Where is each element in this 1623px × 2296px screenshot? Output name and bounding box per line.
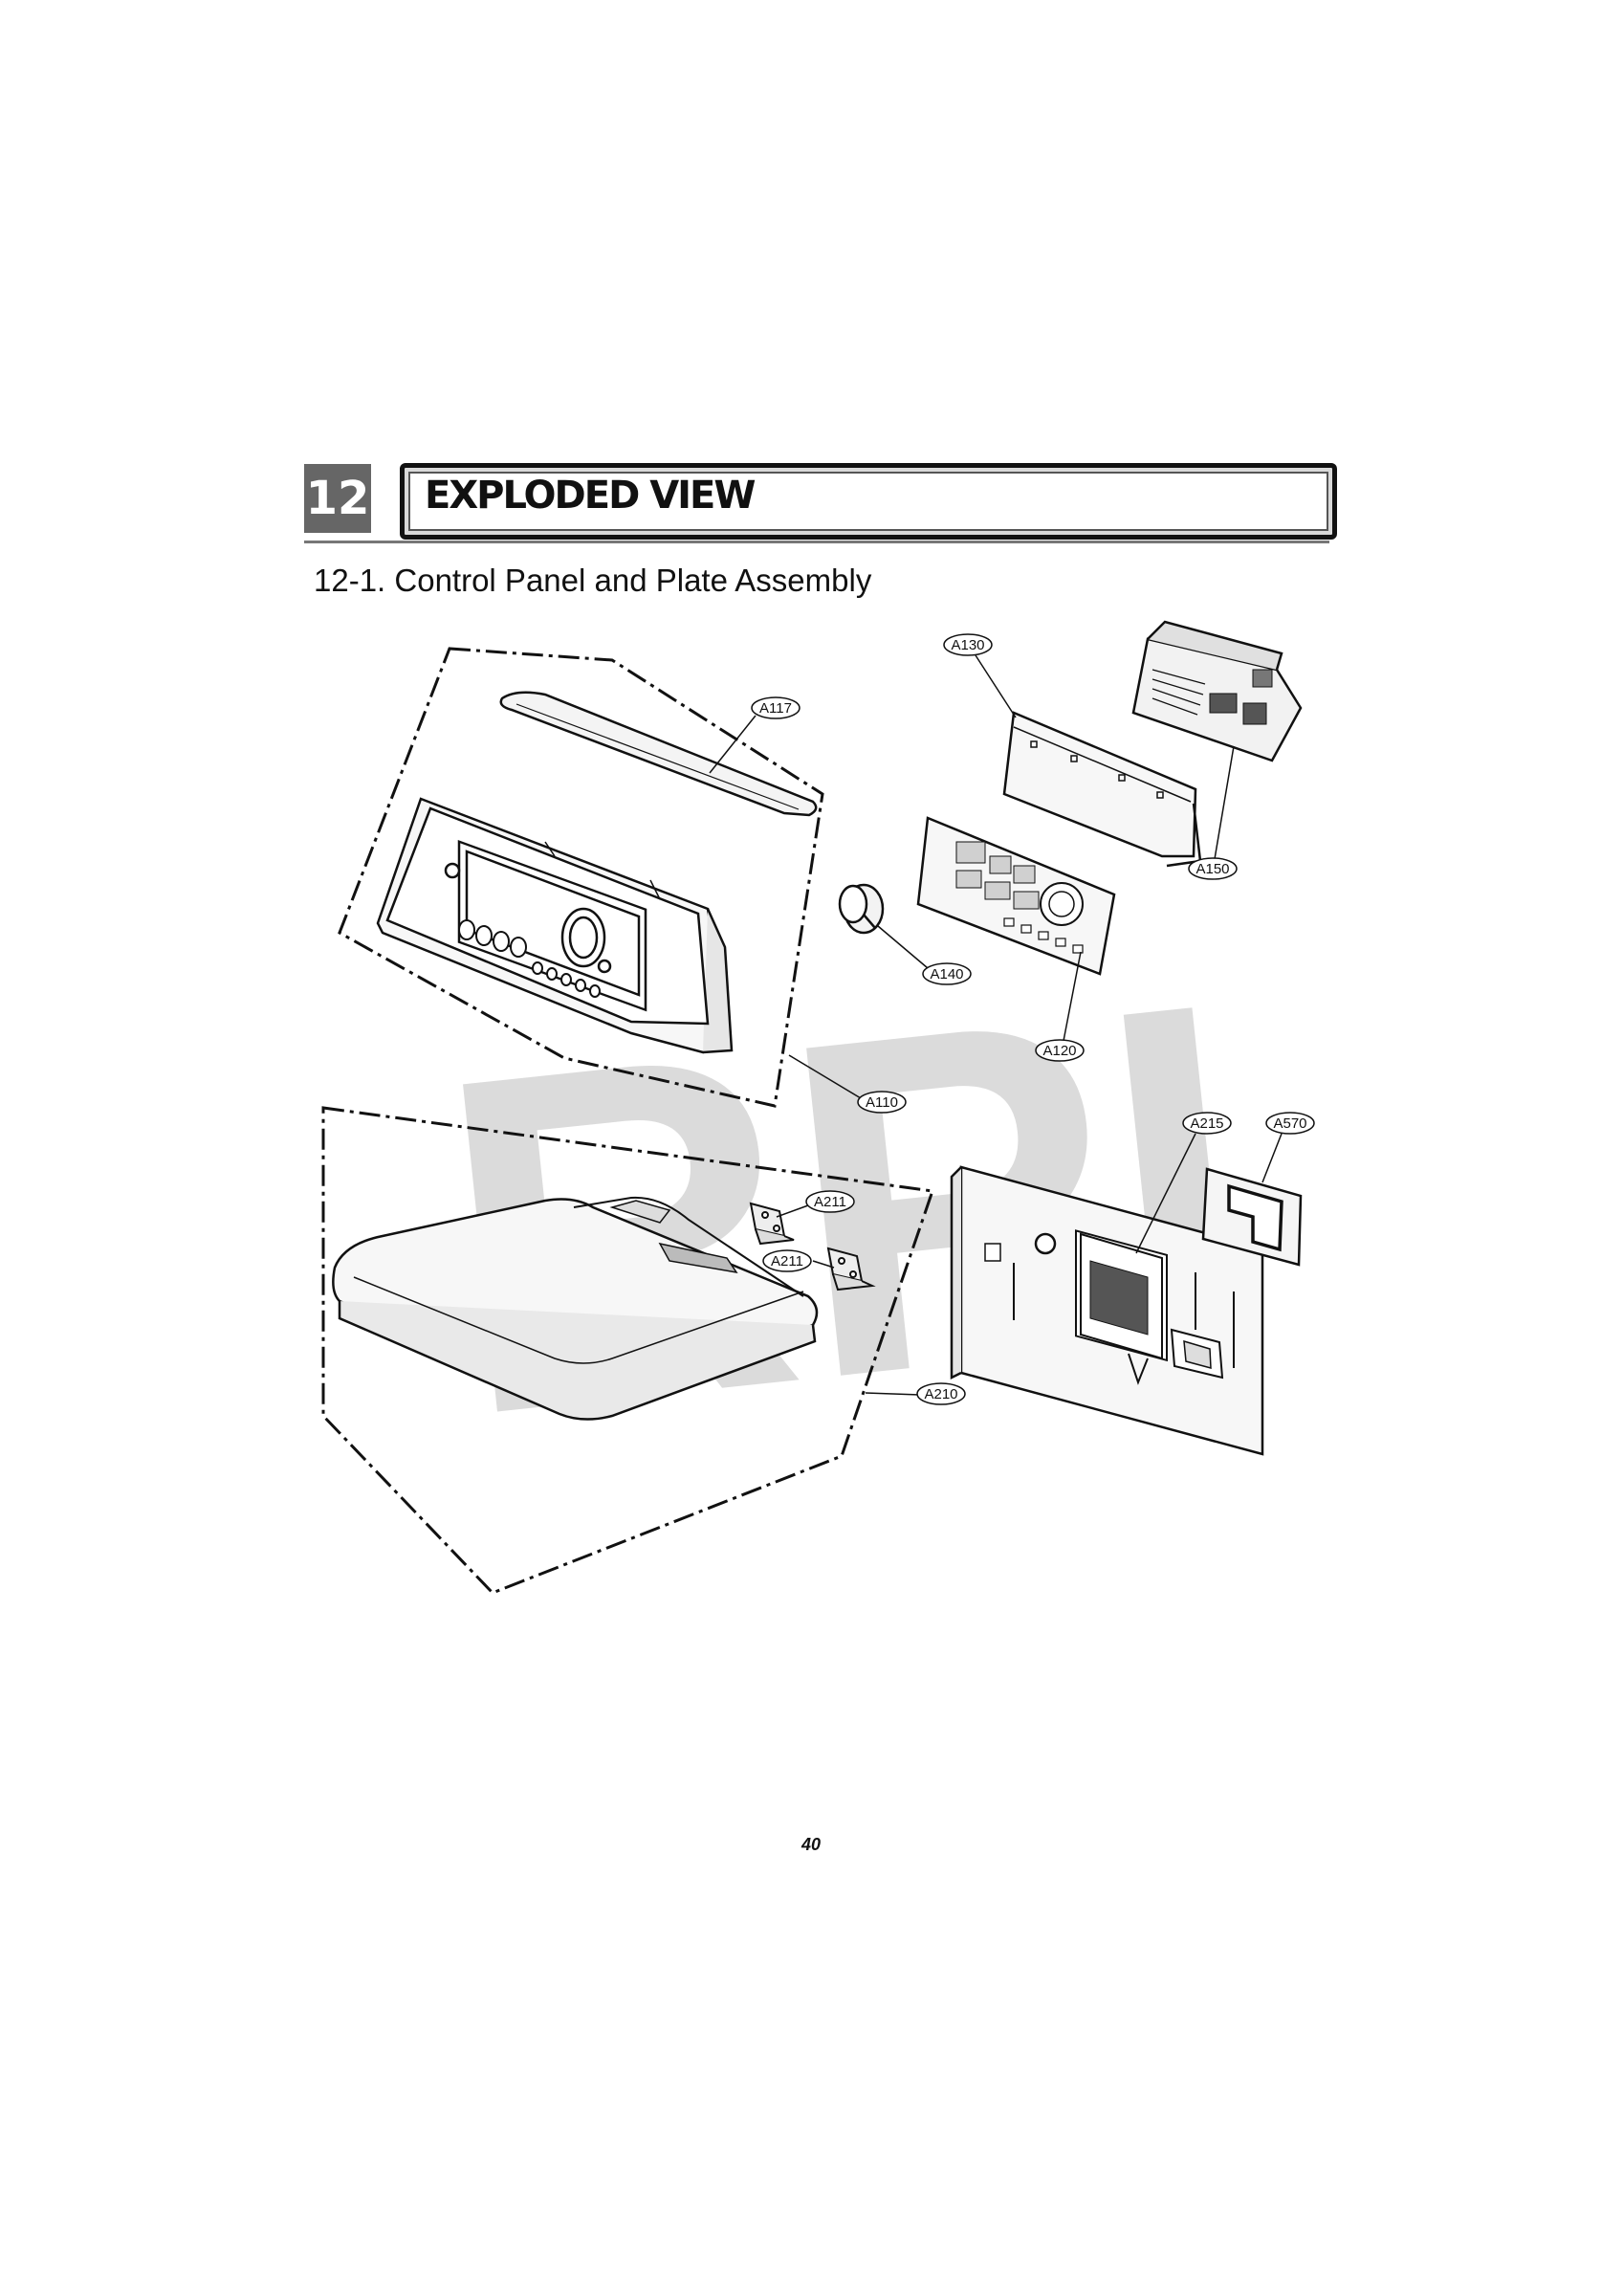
section-title: 12-1. Control Panel and Plate Assembly <box>314 563 872 598</box>
hinge-part-bottom <box>826 1247 876 1292</box>
leader-line-a210 <box>865 1392 921 1396</box>
callout-label: A120 <box>1042 1043 1076 1059</box>
leader-line-a117 <box>709 715 757 774</box>
leader-line-a110 <box>788 1054 862 1099</box>
leader-line-a130 <box>975 654 1017 718</box>
callout-a211-top: A211 <box>805 1190 855 1213</box>
callout-label: A570 <box>1273 1115 1306 1132</box>
callout-a117: A117 <box>751 696 801 719</box>
back-plate-part <box>950 1165 1264 1456</box>
leader-line-a150 <box>1214 745 1235 860</box>
callout-a140: A140 <box>922 962 972 985</box>
top-cover-part <box>332 1196 819 1421</box>
trim-strip-part <box>499 691 818 817</box>
callout-label: A211 <box>771 1253 803 1269</box>
chapter-number-box: 12 <box>304 464 371 533</box>
gasket-part <box>1201 1167 1303 1267</box>
chapter-title-frame <box>400 463 1337 540</box>
callout-label: A140 <box>930 966 963 982</box>
control-panel-group-outline <box>338 647 824 1108</box>
callout-label: A215 <box>1190 1115 1223 1132</box>
callout-a130: A130 <box>943 633 993 656</box>
callout-label: A210 <box>924 1386 957 1402</box>
callout-a110: A110 <box>857 1091 907 1114</box>
display-board-part <box>1002 711 1202 868</box>
callout-label: A117 <box>759 700 792 717</box>
callout-a120: A120 <box>1035 1039 1085 1062</box>
callout-a211-bottom: A211 <box>762 1249 812 1272</box>
title-underline <box>304 541 1329 543</box>
top-cover-group-outline <box>321 1106 935 1595</box>
control-panel-part <box>376 797 734 1054</box>
page-number: 40 <box>801 1835 822 1854</box>
callout-a150: A150 <box>1188 857 1238 880</box>
chapter-number: 12 <box>305 472 370 525</box>
hinge-part-top <box>749 1202 795 1246</box>
callout-label: A110 <box>866 1094 898 1111</box>
leader-line-a215 <box>1135 1133 1196 1254</box>
callout-label: A130 <box>951 637 984 653</box>
callout-a210: A210 <box>916 1382 966 1405</box>
knob-part <box>838 883 885 935</box>
callout-label: A150 <box>1195 861 1229 877</box>
board-cover-part <box>1131 620 1303 762</box>
leader-line-a211-top <box>776 1204 809 1218</box>
leader-line-a570 <box>1261 1133 1283 1183</box>
main-pcb-part <box>916 816 1116 976</box>
leader-line-a120 <box>1063 951 1082 1042</box>
callout-a570: A570 <box>1265 1112 1315 1135</box>
leader-line-a140 <box>877 925 929 969</box>
leader-line-a211-bottom <box>812 1260 835 1269</box>
callout-a215: A215 <box>1182 1112 1232 1135</box>
chapter-title: EXPLODED VIEW <box>425 474 756 518</box>
callout-label: A211 <box>814 1194 846 1210</box>
